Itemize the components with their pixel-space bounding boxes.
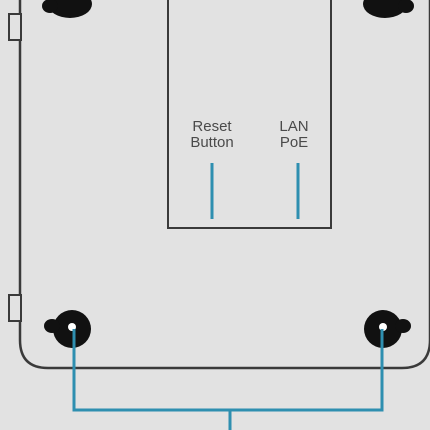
lan-poe-label: LAN PoE bbox=[249, 119, 339, 151]
side-tab-bottom bbox=[8, 294, 22, 322]
reset-label-line2: Button bbox=[190, 134, 234, 151]
lan-label-line2: PoE bbox=[279, 134, 309, 151]
mount-hole-top-right bbox=[363, 0, 414, 18]
port-panel bbox=[167, 0, 332, 229]
mount-hole-top-left bbox=[42, 0, 92, 18]
lan-label-line1: LAN bbox=[279, 118, 309, 135]
side-tab-top bbox=[8, 13, 22, 41]
reset-label-line1: Reset bbox=[192, 118, 232, 135]
mount-bracket-callout bbox=[72, 329, 384, 412]
mount-hole-bottom-left bbox=[44, 310, 91, 348]
reset-button-label: Reset Button bbox=[167, 119, 257, 151]
